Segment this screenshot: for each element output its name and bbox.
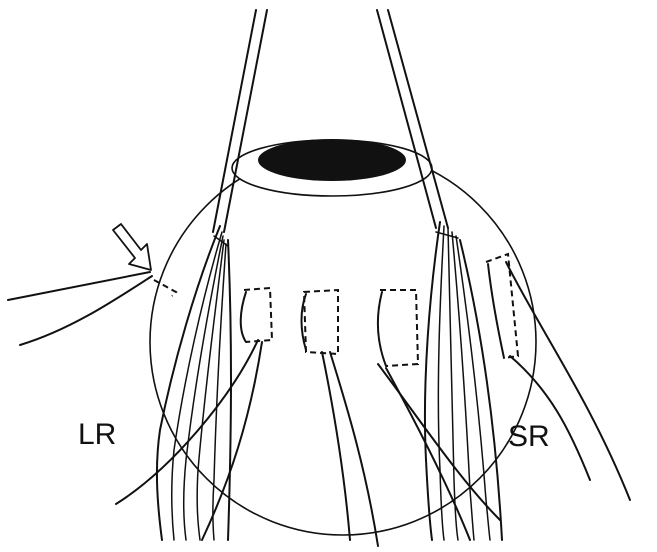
insertion-site-2 [304, 290, 338, 354]
insertion-site-far-right [486, 254, 518, 358]
pointer-arrow [113, 224, 151, 270]
insertion-site-1 [244, 288, 272, 342]
label-lr: LR [78, 418, 116, 451]
traction-sutures [213, 10, 448, 232]
insertion-stumps [241, 264, 504, 366]
suture-threads [8, 262, 630, 546]
insertion-site-3 [380, 290, 418, 366]
pupil [258, 139, 406, 181]
lateral-rectus-muscle [157, 226, 231, 540]
label-sr: SR [508, 420, 550, 453]
